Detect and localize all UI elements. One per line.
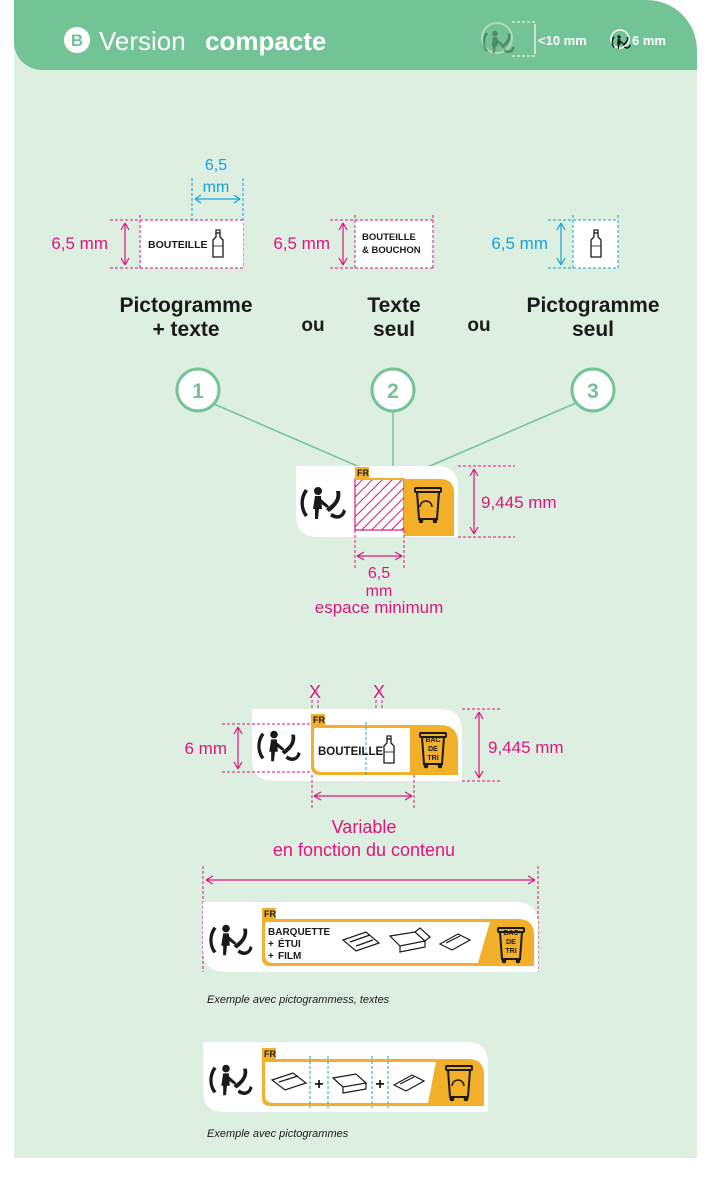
trimen-large-icon bbox=[481, 22, 513, 54]
option-3-pictogram-only: 6,5 mm Pictogramme seul bbox=[491, 215, 660, 341]
example-caption-texts: Exemple avec pictogrammess, textes bbox=[207, 994, 390, 1006]
header-title-prefix: Version bbox=[99, 26, 186, 56]
triman-logo-example: FR 9,445 mm 6,5 mm espace minimum bbox=[296, 465, 557, 617]
marker-x-1: X bbox=[309, 682, 321, 702]
opt3-caption-line1: Pictogramme bbox=[526, 294, 659, 317]
plus-sign: + bbox=[314, 1076, 323, 1093]
right-height-label: 9,445 mm bbox=[488, 738, 564, 757]
film-icon bbox=[392, 1074, 426, 1092]
bin-text-1: BAC bbox=[425, 737, 440, 744]
svg-text:+: + bbox=[268, 939, 274, 950]
bin-text-2: DE bbox=[428, 746, 438, 753]
opt2-label-line1: BOUTEILLE bbox=[362, 232, 416, 243]
example-pictograms-only: FR + + Exemple avec pictogrammes bbox=[203, 1042, 488, 1140]
marker-x-2: X bbox=[373, 682, 385, 702]
trimen-small-icon bbox=[610, 29, 630, 49]
opt1-height-label: 6,5 mm bbox=[51, 234, 108, 253]
bin-text-2: DE bbox=[506, 939, 516, 946]
tray-icon bbox=[270, 1072, 308, 1091]
box-icon bbox=[331, 1073, 368, 1094]
section-badge-letter: B bbox=[71, 31, 83, 50]
country-code: FR bbox=[264, 1049, 276, 1059]
opt1-caption-line1: Pictogramme bbox=[119, 294, 252, 317]
opt3-caption-line2: seul bbox=[572, 318, 614, 341]
opt2-caption-line2: seul bbox=[373, 318, 415, 341]
example-line-2: ÉTUI bbox=[278, 937, 301, 950]
opt2-height-label: 6,5 mm bbox=[273, 234, 330, 253]
opt1-product-label: BOUTEILLE bbox=[148, 239, 208, 251]
size-small-label: 6 mm bbox=[632, 33, 666, 48]
header-title-bold: compacte bbox=[205, 26, 326, 56]
logo-width-value: 6,5 bbox=[368, 565, 390, 582]
opt1-caption-line2: + texte bbox=[152, 318, 219, 341]
country-code: FR bbox=[264, 909, 276, 919]
plus-sign: + bbox=[375, 1076, 384, 1093]
option-1-pictogram-text: 6,5 mm 6,5 mm BOUTEILLE Pictogramme + te… bbox=[51, 157, 252, 341]
example-line-3: FILM bbox=[278, 951, 301, 962]
opt3-height-label: 6,5 mm bbox=[491, 234, 548, 253]
svg-text:+: + bbox=[268, 951, 274, 962]
opt1-width-unit: mm bbox=[203, 179, 230, 196]
minimum-space-note: espace minimum bbox=[315, 598, 444, 617]
number-3: 3 bbox=[587, 380, 599, 403]
bin-text-3: TRI bbox=[427, 755, 438, 762]
bin-text-1: BAC bbox=[503, 930, 518, 937]
opt2-label-line2: & BOUCHON bbox=[362, 245, 421, 256]
size-large-label: <10 mm bbox=[538, 33, 587, 48]
example-caption-pictos: Exemple avec pictogrammes bbox=[207, 1128, 349, 1140]
section-badge-circle bbox=[64, 27, 90, 53]
variable-note-line2: en fonction du contenu bbox=[273, 840, 455, 860]
tray-icon bbox=[341, 931, 381, 952]
number-1: 1 bbox=[192, 380, 204, 403]
variable-width-example: X X FR BOUTEILLE BAC DE TRI 6 mm 9,445 m… bbox=[185, 682, 564, 860]
header-band bbox=[14, 0, 697, 70]
option-2-text-only: 6,5 mm BOUTEILLE & BOUCHON Texte seul bbox=[273, 215, 434, 341]
number-2: 2 bbox=[387, 380, 399, 403]
logo-height-label: 9,445 mm bbox=[481, 493, 557, 512]
example-pictograms-texts: FR BARQUETTE + ÉTUI + FILM BAC DE TRI Ex… bbox=[202, 866, 539, 1006]
variable-note-line1: Variable bbox=[332, 817, 397, 837]
header-size-indicator: <10 mm 6 mm bbox=[481, 21, 666, 57]
opt1-width-value: 6,5 bbox=[205, 157, 227, 174]
box-icon bbox=[388, 927, 431, 953]
country-code: FR bbox=[357, 468, 369, 478]
bin-text-3: TRI bbox=[505, 948, 516, 955]
variable-product-label: BOUTEILLE bbox=[318, 746, 383, 758]
separator-or-2: ou bbox=[467, 315, 490, 336]
logo-width-unit: mm bbox=[366, 583, 393, 600]
country-code: FR bbox=[313, 715, 325, 725]
separator-or-1: ou bbox=[301, 315, 324, 336]
example-line-1: BARQUETTE bbox=[268, 927, 331, 938]
option-number-markers: 1 2 3 bbox=[175, 367, 616, 480]
film-icon bbox=[438, 933, 472, 951]
left-height-label: 6 mm bbox=[185, 739, 228, 758]
opt2-caption-line1: Texte bbox=[367, 294, 420, 317]
